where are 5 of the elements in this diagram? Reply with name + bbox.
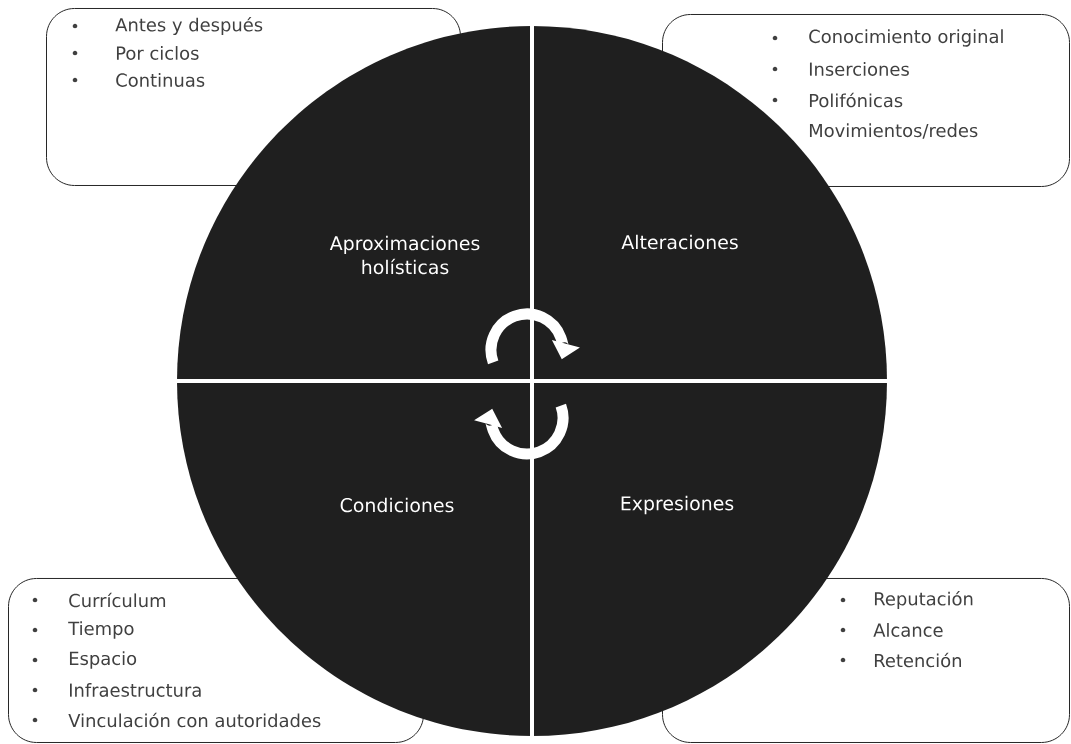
list-item: Currículum <box>32 592 166 608</box>
list-item: Espacio <box>32 651 137 669</box>
cycle-arrow <box>485 308 580 364</box>
cycle-arrow <box>474 404 569 460</box>
list-item: Tiempo <box>32 621 134 639</box>
